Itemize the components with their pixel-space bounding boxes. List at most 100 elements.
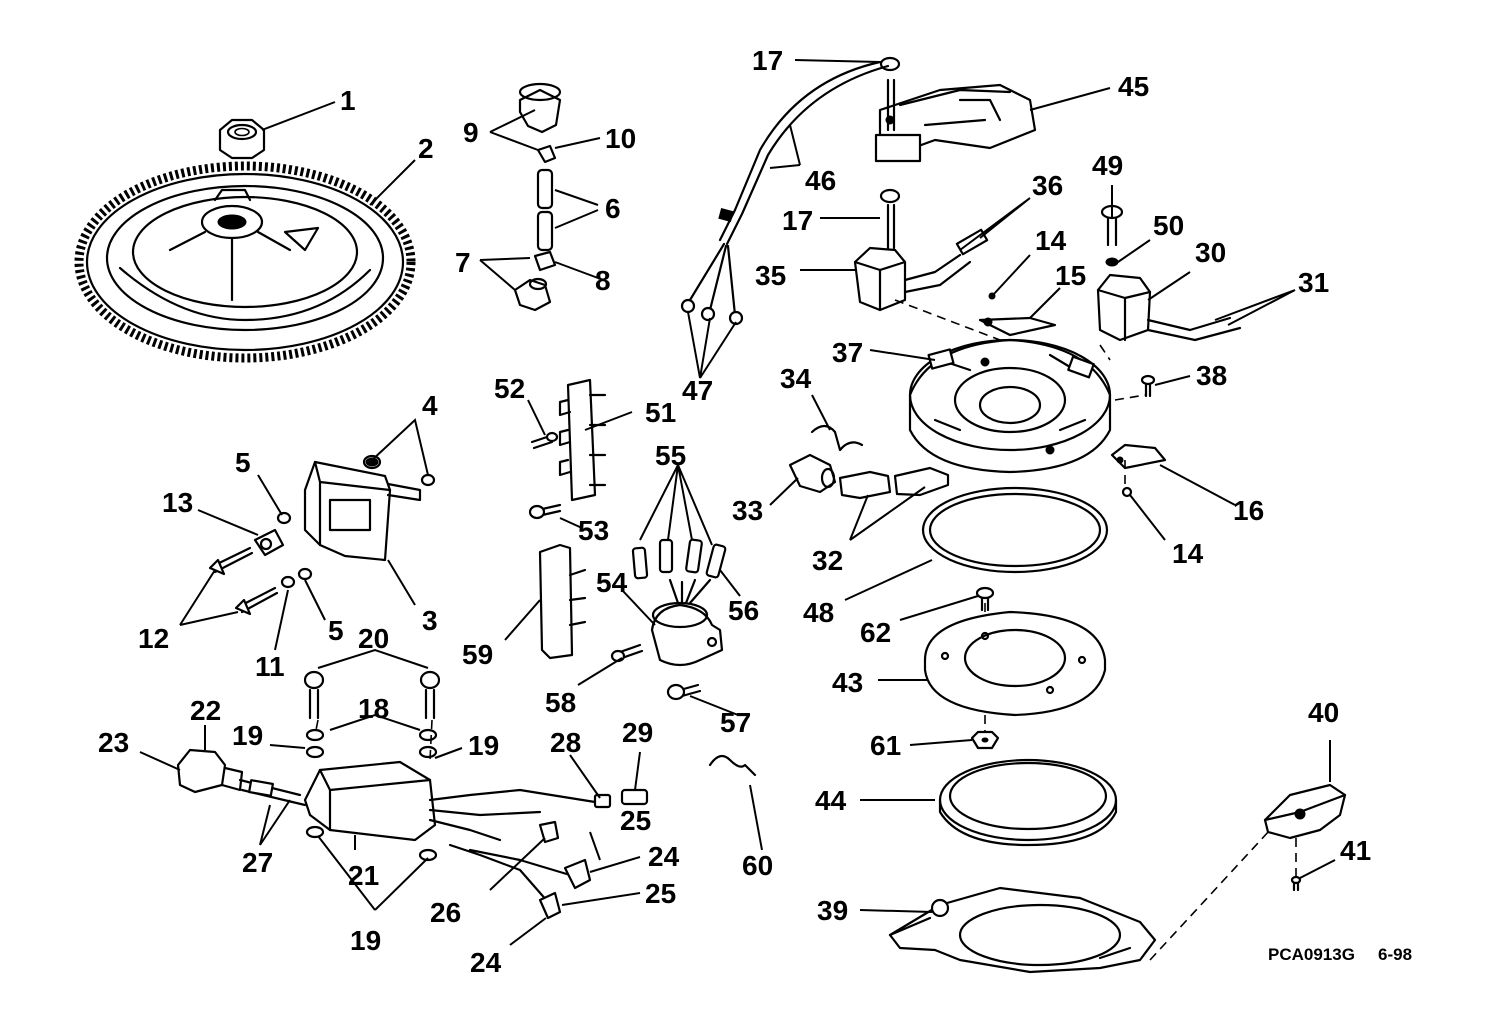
- label-25b: 25: [645, 878, 676, 909]
- label-32: 32: [812, 545, 843, 576]
- part-32-sleeves: [838, 466, 950, 500]
- label-26: 26: [430, 897, 461, 928]
- part-40-weight: [1263, 783, 1347, 892]
- part-59-bracket: [538, 543, 587, 660]
- label-36: 36: [1032, 170, 1063, 201]
- label-37: 37: [832, 337, 863, 368]
- label-55: 55: [655, 440, 686, 471]
- part-62-screw: [975, 586, 995, 612]
- label-33: 33: [732, 495, 763, 526]
- label-24a: 24: [648, 841, 680, 872]
- label-14b: 14: [1172, 538, 1204, 569]
- label-16: 16: [1233, 495, 1264, 526]
- label-19b: 19: [468, 730, 499, 761]
- part-45-timer-base: [874, 56, 1037, 163]
- label-58: 58: [545, 687, 576, 718]
- label-25a: 25: [620, 805, 651, 836]
- part-46-harness: [680, 60, 890, 326]
- figure-date-text: 6-98: [1378, 945, 1412, 964]
- label-17b: 17: [782, 205, 813, 236]
- label-34: 34: [780, 363, 812, 394]
- part-labels: 1 2 9 10 6 7 8 17 45 46 17 35 47 36 49 5…: [98, 45, 1371, 978]
- figure-code-text: PCA0913G: [1268, 945, 1355, 964]
- part-1-nut: [218, 118, 266, 160]
- parts-18-19-20-hardware: [303, 670, 441, 862]
- parts-plug-boots: [513, 82, 562, 312]
- part-21-power-pack: [238, 760, 649, 920]
- part-30-sensor: [1096, 204, 1242, 342]
- label-44: 44: [815, 785, 847, 816]
- part-3-coil: [303, 454, 436, 562]
- label-2: 2: [418, 133, 434, 164]
- label-51: 51: [645, 397, 676, 428]
- label-52: 52: [494, 373, 525, 404]
- label-1: 1: [340, 85, 356, 116]
- label-15: 15: [1055, 260, 1086, 291]
- part-61-nut: [970, 730, 1000, 750]
- label-27: 27: [242, 847, 273, 878]
- leader-lines: [139, 59, 1336, 946]
- label-50: 50: [1153, 210, 1184, 241]
- part-33-connector: [788, 453, 837, 494]
- part-44-ring: [938, 758, 1118, 847]
- label-13: 13: [162, 487, 193, 518]
- label-41: 41: [1340, 835, 1371, 866]
- figure-code: PCA0913G 6-98: [1268, 945, 1412, 964]
- label-54: 54: [596, 567, 628, 598]
- label-11: 11: [255, 651, 285, 682]
- part-22-connector: [176, 748, 244, 794]
- label-46: 46: [805, 165, 836, 196]
- label-23: 23: [98, 727, 129, 758]
- label-5b: 5: [328, 615, 344, 646]
- label-38: 38: [1196, 360, 1227, 391]
- label-59: 59: [462, 639, 493, 670]
- label-20: 20: [358, 623, 389, 654]
- label-30: 30: [1195, 237, 1226, 268]
- part-35-sensor: [853, 188, 989, 312]
- assembly-lines: [315, 299, 1297, 961]
- part-2-flywheel: [74, 161, 416, 363]
- label-9: 9: [463, 117, 479, 148]
- label-40: 40: [1308, 697, 1339, 728]
- label-49: 49: [1092, 150, 1123, 181]
- label-21: 21: [348, 860, 379, 891]
- label-14a: 14: [1035, 225, 1067, 256]
- part-51-terminal-block: [528, 378, 607, 520]
- label-56: 56: [728, 595, 759, 626]
- part-39-bracket: [888, 886, 1157, 974]
- parts-coil-hardware: [208, 511, 313, 616]
- label-17a: 17: [752, 45, 783, 76]
- label-4: 4: [422, 390, 438, 421]
- label-47: 47: [682, 375, 713, 406]
- label-48: 48: [803, 597, 834, 628]
- label-60: 60: [742, 850, 773, 881]
- label-39: 39: [817, 895, 848, 926]
- label-31: 31: [1298, 267, 1329, 298]
- label-6: 6: [605, 193, 621, 224]
- label-19c: 19: [350, 925, 381, 956]
- label-28: 28: [550, 727, 581, 758]
- part-37-armature-plate: [908, 338, 1112, 474]
- label-57: 57: [720, 707, 751, 738]
- label-3: 3: [422, 605, 438, 636]
- label-24b: 24: [470, 947, 502, 978]
- label-35: 35: [755, 260, 786, 291]
- label-19a: 19: [232, 720, 263, 751]
- label-10: 10: [605, 123, 636, 154]
- label-7: 7: [455, 247, 471, 278]
- label-12: 12: [138, 623, 169, 654]
- label-22: 22: [190, 695, 221, 726]
- part-34-clip: [810, 424, 864, 452]
- label-61: 61: [870, 730, 901, 761]
- label-29: 29: [622, 717, 653, 748]
- label-5a: 5: [235, 447, 251, 478]
- label-62: 62: [860, 617, 891, 648]
- part-43-retainer: [923, 610, 1107, 717]
- part-54-rectifier: [610, 538, 727, 701]
- label-18: 18: [358, 693, 389, 724]
- label-8: 8: [595, 265, 611, 296]
- label-43: 43: [832, 667, 863, 698]
- part-48-ring: [921, 486, 1109, 574]
- label-53: 53: [578, 515, 609, 546]
